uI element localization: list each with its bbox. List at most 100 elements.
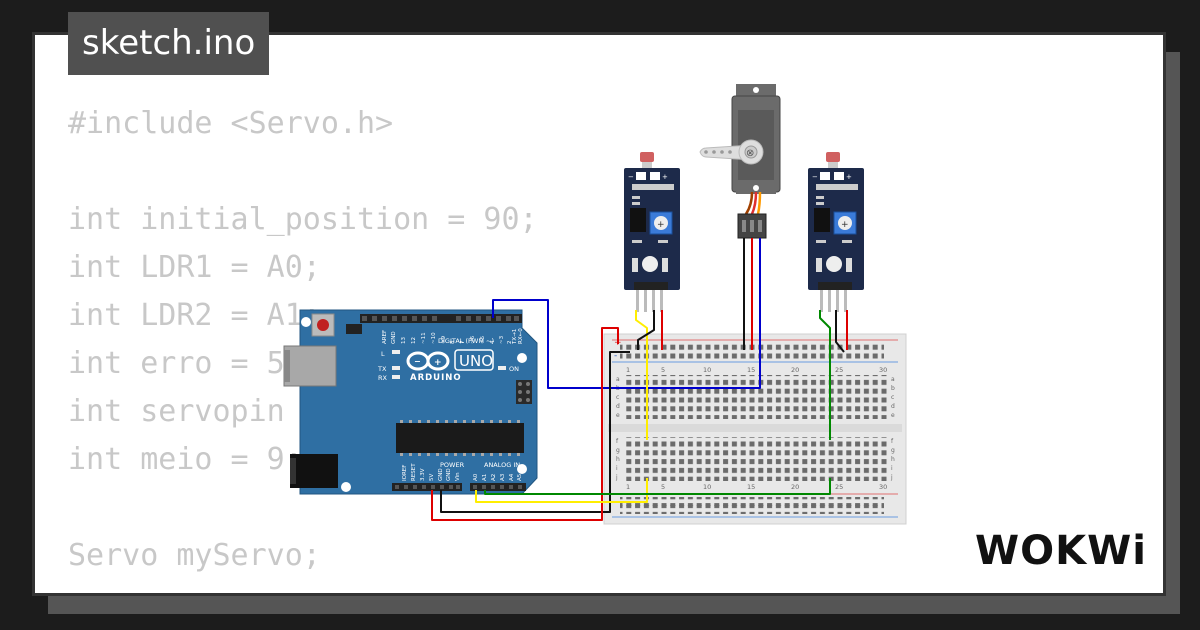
svg-text:f: f — [891, 438, 894, 445]
breadboard-holes-bottom — [624, 437, 888, 481]
board-brand: ARDUINO — [410, 373, 462, 383]
svg-text:c: c — [891, 394, 894, 401]
svg-text:j: j — [890, 474, 893, 481]
svg-text:10: 10 — [703, 366, 711, 374]
svg-text:~3: ~3 — [499, 335, 505, 344]
svg-text:30: 30 — [879, 366, 887, 374]
mounting-hole — [301, 317, 311, 327]
svg-text:8: 8 — [450, 340, 456, 344]
svg-text:~9: ~9 — [441, 335, 447, 344]
servo-motor[interactable]: ⊗ — [699, 84, 781, 239]
svg-text:7: 7 — [460, 340, 466, 344]
microcontroller-chip — [396, 423, 524, 453]
analog-header — [470, 483, 526, 491]
svg-text:h: h — [891, 456, 895, 463]
usb-port — [283, 345, 337, 387]
svg-text:12: 12 — [411, 337, 417, 344]
power-pin-labels: IOREF RESET 3.3V 5V GND GND Vin — [402, 463, 461, 481]
status-leds: L TX RX ON — [377, 350, 519, 382]
svg-text:+: + — [657, 220, 665, 230]
wires — [431, 238, 848, 521]
code-editor: #include <Servo.h> int initial_position =… — [68, 100, 538, 580]
svg-text:10: 10 — [703, 483, 711, 491]
svg-text:13: 13 — [401, 337, 407, 344]
power-header-label: POWER — [440, 461, 465, 469]
arduino-uno[interactable]: AREF GND 13 12 ~11 ~10 ~9 8 7 ~6 ~5 4 ~3… — [283, 309, 538, 495]
svg-text:~10: ~10 — [431, 332, 437, 344]
svg-text:WOKWi: WOKWi — [975, 528, 1147, 574]
svg-text:A2: A2 — [491, 474, 497, 481]
svg-text:g: g — [891, 447, 895, 454]
mounting-hole — [517, 353, 527, 363]
svg-text:RX: RX — [378, 374, 388, 382]
svg-text:~5: ~5 — [480, 335, 486, 344]
svg-text:RX←0: RX←0 — [518, 328, 524, 344]
analog-header-label: ANALOG IN — [484, 461, 520, 469]
svg-text:5V: 5V — [429, 474, 435, 481]
svg-text:15: 15 — [747, 366, 755, 374]
svg-text:A3: A3 — [500, 473, 506, 481]
reset-button-cap[interactable] — [317, 319, 329, 331]
svg-text:~6: ~6 — [470, 335, 476, 344]
board-model: UNO — [459, 352, 493, 370]
svg-text:f: f — [616, 438, 619, 445]
svg-text:+: + — [841, 220, 849, 230]
svg-text:15: 15 — [747, 483, 755, 491]
svg-text:+: + — [434, 358, 442, 368]
svg-text:d: d — [891, 403, 895, 410]
code-line: Servo myServo; — [68, 538, 321, 573]
svg-text:25: 25 — [835, 366, 843, 374]
svg-text:+: + — [846, 173, 852, 181]
file-tab[interactable]: sketch.ino — [68, 12, 270, 75]
svg-text:5: 5 — [661, 483, 665, 491]
svg-text:30: 30 — [879, 483, 887, 491]
wokwi-logo: WOKWi — [975, 528, 1147, 574]
digital-pin-labels: AREF GND 13 12 ~11 ~10 ~9 8 7 ~6 ~5 4 ~3… — [382, 328, 524, 345]
row-letters-bottom: f g h i j f g h i j — [615, 438, 895, 481]
svg-text:GND: GND — [391, 331, 397, 344]
svg-text:⊗: ⊗ — [746, 148, 754, 159]
svg-text:a: a — [616, 376, 620, 383]
svg-text:j: j — [615, 474, 618, 481]
svg-text:−: − — [414, 357, 421, 366]
svg-text:3.3V: 3.3V — [420, 468, 426, 481]
ldr-module-1[interactable]: − + + — [624, 152, 680, 312]
svg-text:GND: GND — [438, 468, 444, 481]
svg-text:A1: A1 — [482, 474, 488, 481]
svg-text:+: + — [662, 173, 668, 181]
svg-text:RESET: RESET — [411, 463, 417, 481]
svg-text:d: d — [616, 403, 620, 410]
power-jack — [290, 454, 338, 488]
svg-text:Vin: Vin — [455, 472, 461, 481]
breadboard: + - 1 5 10 15 20 25 30 a b c d e a b c d… — [603, 333, 907, 525]
svg-text:20: 20 — [791, 366, 799, 374]
svg-text:b: b — [891, 385, 895, 392]
code-line: #include <Servo.h> — [68, 106, 394, 141]
svg-text:TX: TX — [377, 365, 387, 373]
svg-text:e: e — [616, 412, 620, 419]
svg-text:a: a — [891, 376, 895, 383]
svg-text:i: i — [891, 465, 893, 472]
svg-text:GND: GND — [446, 468, 452, 481]
rail-minus-top: - — [614, 351, 617, 361]
mounting-hole — [341, 482, 351, 492]
svg-text:ON: ON — [509, 365, 519, 373]
analog-pin-labels: A0 A1 A2 A3 A4 A5 — [473, 473, 523, 481]
svg-text:AREF: AREF — [382, 330, 388, 344]
column-numbers-bottom: 1 5 10 15 20 25 30 — [626, 483, 887, 491]
svg-text:e: e — [891, 412, 895, 419]
ldr-module-2[interactable]: − + + — [808, 152, 864, 312]
svg-text:A4: A4 — [509, 473, 515, 481]
svg-text:g: g — [616, 447, 620, 454]
svg-text:i: i — [616, 465, 618, 472]
svg-text:−: − — [628, 173, 634, 181]
svg-text:~11: ~11 — [421, 332, 427, 344]
svg-text:h: h — [616, 456, 620, 463]
arduino-logo: − + — [406, 351, 450, 371]
svg-text:TX→1: TX→1 — [512, 329, 518, 345]
svg-text:c: c — [616, 394, 619, 401]
svg-text:L: L — [381, 350, 385, 358]
code-line: int initial_position = 90; — [68, 202, 538, 237]
power-header — [392, 483, 462, 491]
